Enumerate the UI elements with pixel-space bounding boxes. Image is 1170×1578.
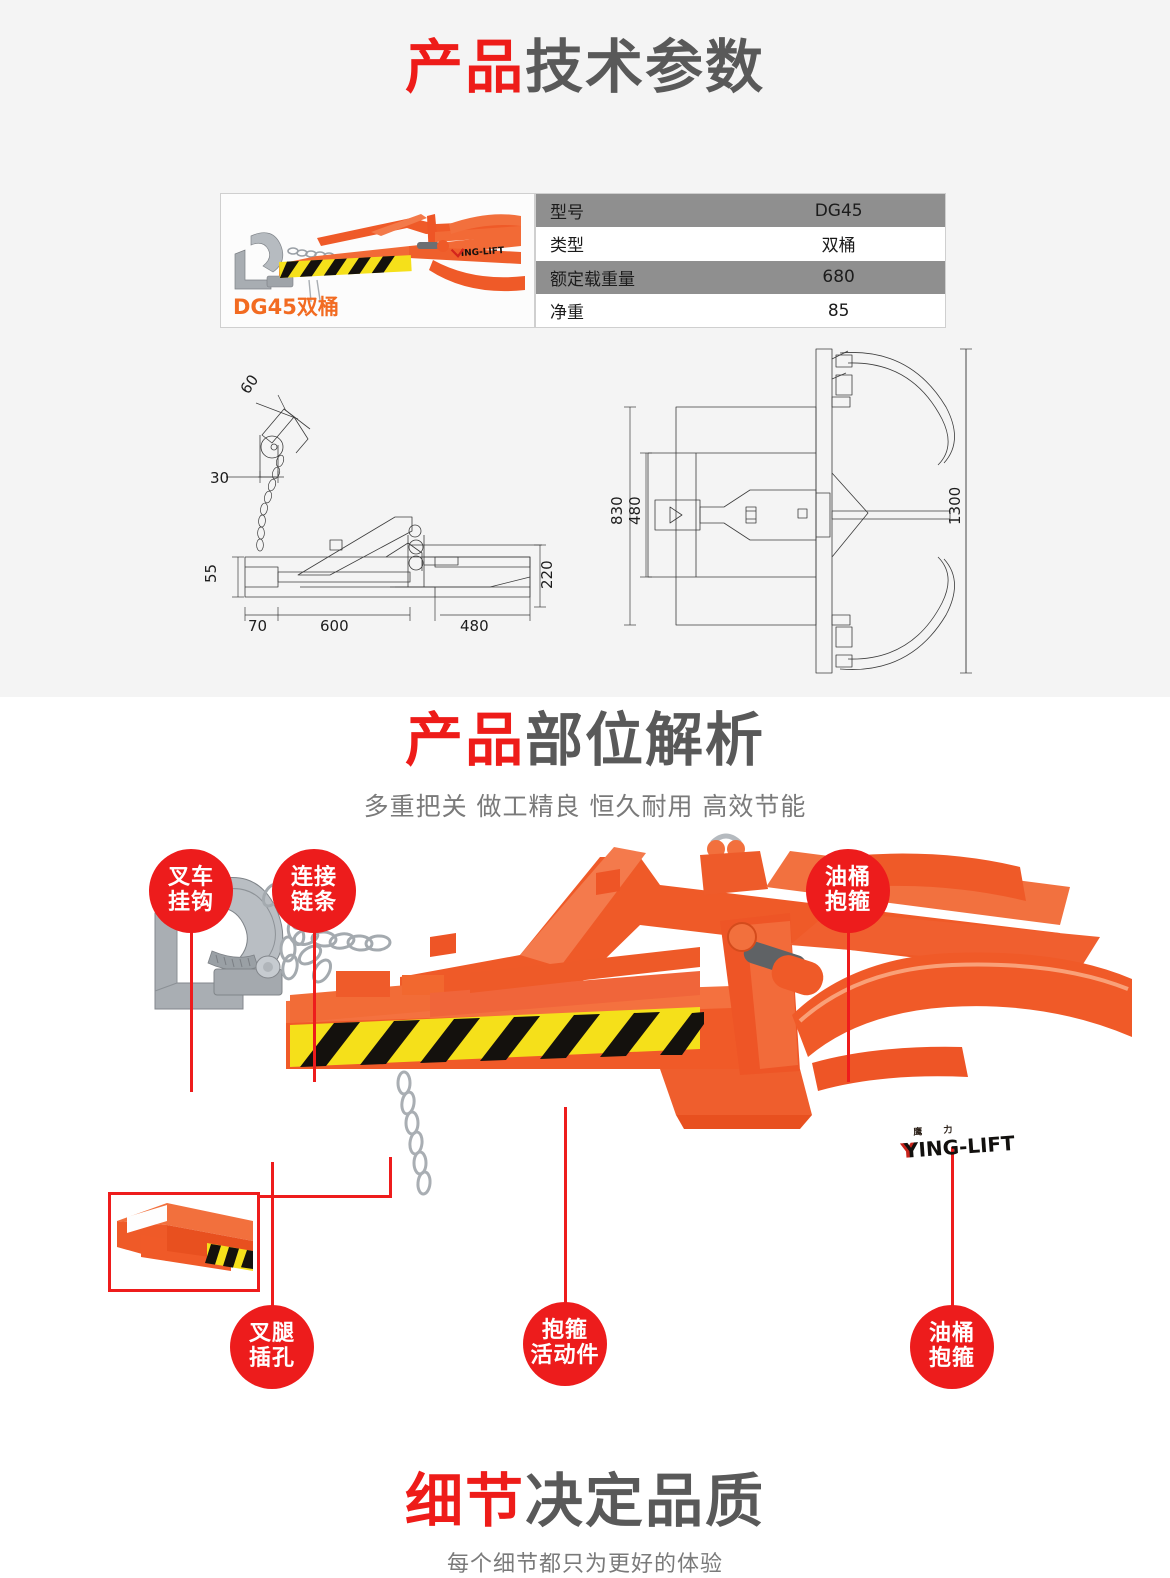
spec-title-block: 产品技术参数 xyxy=(0,33,1170,101)
callout-line2: 抱箍 xyxy=(824,890,871,915)
side-view-dimensions xyxy=(226,394,546,621)
detail-title-block: 细节决定品质 每个细节都只为更好的体验 xyxy=(0,1467,1170,1578)
side-view-drawing xyxy=(244,408,531,598)
leader-clamp-moving-part xyxy=(564,1107,567,1307)
dim-70: 70 xyxy=(248,617,267,635)
page-title-rest: 技术参数 xyxy=(525,33,766,101)
page-title: 产品技术参数 xyxy=(0,33,1170,101)
spec-table: 型号 DG45 类型 双桶 额定载重量 680 净重 85 xyxy=(535,193,946,328)
callout-drum-clamp-top[interactable]: 油桶 抱箍 xyxy=(806,849,890,933)
table-row: 型号 DG45 xyxy=(535,193,946,227)
detail-title-highlight: 细节 xyxy=(404,1467,525,1535)
callout-line1: 抱箍 xyxy=(541,1318,588,1344)
table-row: 净重 85 xyxy=(536,294,946,328)
leader-drum-clamp-top xyxy=(847,892,850,1082)
product-photo-svg: ING-LIFT xyxy=(221,194,534,327)
callout-drum-clamp-bottom[interactable]: 油桶 抱箍 xyxy=(910,1305,994,1389)
spec-value: 85 xyxy=(827,300,850,321)
callout-line1: 连接 xyxy=(290,865,337,891)
dim-600: 600 xyxy=(320,617,349,635)
detail-title-rest: 决定品质 xyxy=(525,1467,766,1535)
lifter-body-graphic xyxy=(279,214,525,303)
callout-clamp-moving-part[interactable]: 抱箍 活动件 xyxy=(523,1302,607,1386)
spec-value: DG45 xyxy=(732,193,946,227)
parts-title: 产品部位解析 xyxy=(0,706,1170,774)
spec-key: 类型 xyxy=(550,236,584,257)
inset-svg xyxy=(111,1195,257,1289)
dim-1300: 1300 xyxy=(946,487,964,525)
leader-connecting-chain xyxy=(313,892,316,1082)
dim-480: 480 xyxy=(460,617,489,635)
product-photo-panel: ING-LIFT DG45双桶 xyxy=(220,193,535,328)
photo-label: DG45双桶 xyxy=(233,295,339,319)
callout-line1: 油桶 xyxy=(928,1321,975,1347)
parts-section: 产品部位解析 多重把关 做工精良 恒久耐用 高效节能 xyxy=(0,697,1170,1442)
detail-subtitle: 每个细节都只为更好的体验 xyxy=(446,1551,723,1577)
callout-line1: 油桶 xyxy=(824,865,871,891)
callout-line2: 活动件 xyxy=(530,1343,600,1368)
parts-title-block: 产品部位解析 多重把关 做工精良 恒久耐用 高效节能 xyxy=(0,706,1170,823)
top-view-drawing xyxy=(647,348,967,674)
inset-leader-horizontal xyxy=(260,1195,392,1198)
spec-key: 型号 xyxy=(535,193,733,227)
page-title-highlight: 产品 xyxy=(404,33,525,101)
technical-drawings: 60 30 55 70 600 480 220 xyxy=(200,335,990,675)
dim-60: 60 xyxy=(237,371,263,397)
callout-line2: 挂钩 xyxy=(167,890,214,915)
callout-forklift-hook[interactable]: 叉车 挂钩 xyxy=(149,849,233,933)
spec-section: 产品技术参数 xyxy=(0,0,1170,697)
top-view-dimensions xyxy=(624,348,972,674)
parts-subtitle: 多重把关 做工精良 恒久耐用 高效节能 xyxy=(363,791,807,821)
callout-line1: 叉腿 xyxy=(248,1321,295,1347)
dim-30: 30 xyxy=(210,469,229,487)
svg-text:ING-LIFT: ING-LIFT xyxy=(461,246,506,259)
spec-value: 680 xyxy=(732,260,946,294)
leader-forklift-hook xyxy=(190,892,193,1092)
fork-leg-socket-inset xyxy=(108,1192,260,1292)
table-row: 类型 双桶 xyxy=(536,227,946,261)
table-row: 额定载重量 680 xyxy=(535,260,946,294)
callout-line2: 插孔 xyxy=(248,1346,295,1371)
spec-top-row: ING-LIFT DG45双桶 型号 DG45 类型 双桶 xyxy=(220,193,946,328)
callout-line1: 叉车 xyxy=(167,865,214,891)
leader-drum-clamp-bottom xyxy=(951,1147,954,1309)
leader-fork-leg-socket xyxy=(271,1162,274,1310)
dim-830: 830 xyxy=(608,496,626,525)
dim-480: 480 xyxy=(626,496,644,525)
inset-leader-vertical xyxy=(389,1157,392,1197)
detail-section: 细节决定品质 每个细节都只为更好的体验 xyxy=(0,1442,1170,1578)
hazard-stripe xyxy=(290,1007,704,1067)
spec-key: 额定载重量 xyxy=(535,260,733,294)
parts-title-rest: 部位解析 xyxy=(525,706,766,774)
callout-connecting-chain[interactable]: 连接 链条 xyxy=(272,849,356,933)
callout-line2: 链条 xyxy=(290,890,337,915)
parts-title-highlight: 产品 xyxy=(404,706,525,774)
hanging-chain-graphic xyxy=(396,1070,432,1196)
spec-key: 净重 xyxy=(550,303,584,323)
callout-line2: 抱箍 xyxy=(928,1346,975,1371)
dim-55: 55 xyxy=(202,564,220,583)
dim-220: 220 xyxy=(538,560,556,589)
lifter-frame-graphic xyxy=(286,833,1132,1129)
brand-logo-small: ING-LIFT xyxy=(450,246,506,259)
callout-fork-leg-socket[interactable]: 叉腿 插孔 xyxy=(230,1305,314,1389)
spec-value: 双桶 xyxy=(821,236,856,257)
detail-title: 细节决定品质 xyxy=(0,1467,1170,1535)
drawings-svg: 60 30 55 70 600 480 220 xyxy=(202,348,972,674)
